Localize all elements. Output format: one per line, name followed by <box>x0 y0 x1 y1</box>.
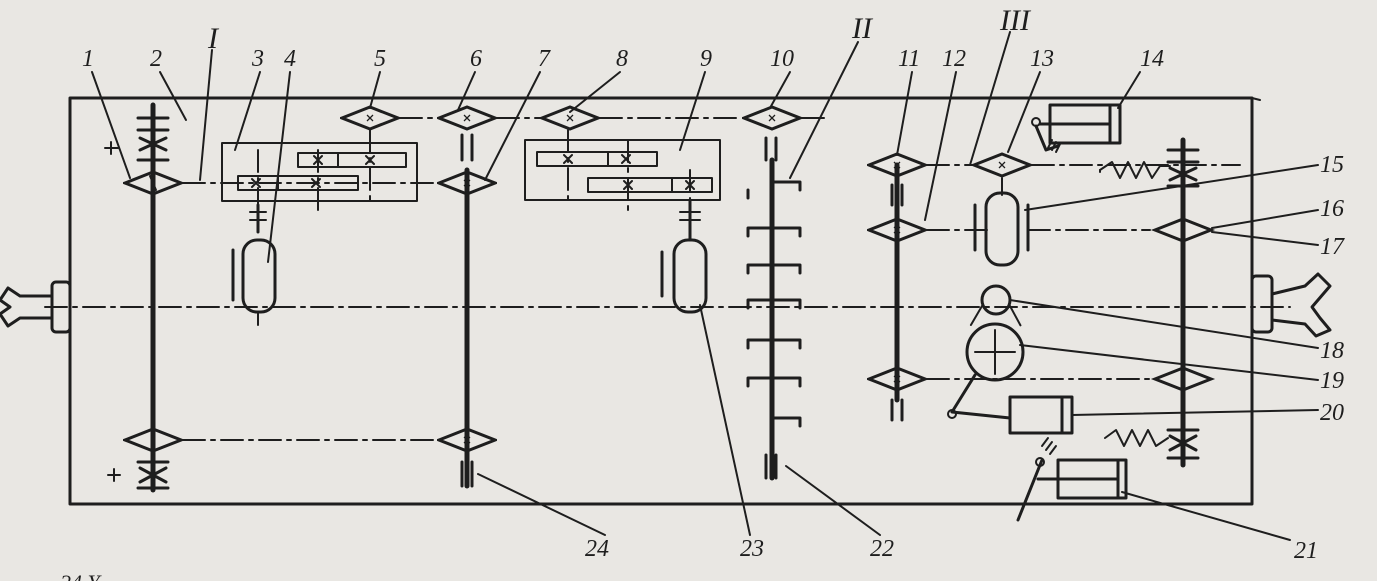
label-15: 15 <box>1320 152 1344 178</box>
label-5: 5 <box>374 46 386 72</box>
label-4: 4 <box>284 46 296 72</box>
label-6: 6 <box>470 46 482 72</box>
label-20: 20 <box>1320 400 1344 426</box>
label-2: 2 <box>150 46 162 72</box>
label-23: 23 <box>740 536 764 562</box>
caption-fragment: 24 Y <box>60 570 103 581</box>
pulley-18 <box>980 284 1012 316</box>
motor-4 <box>231 203 277 326</box>
left-bottom-bearing <box>107 460 170 490</box>
housing-frame <box>68 96 1254 506</box>
label-1: 1 <box>82 46 94 72</box>
gearbox-3 <box>221 142 418 202</box>
cylinder-14 <box>1031 103 1122 153</box>
gearbox-9 <box>524 139 721 201</box>
label-9: 9 <box>700 46 712 72</box>
shaft-label-III: III <box>999 4 1032 37</box>
shaft-label-I: I <box>207 22 220 55</box>
pulley-19 <box>965 322 1025 382</box>
shaft-label-II: II <box>851 12 874 45</box>
label-16: 16 <box>1320 196 1344 222</box>
label-12: 12 <box>942 46 966 72</box>
label-21: 21 <box>1294 538 1318 564</box>
comb-shaft-II <box>746 180 802 480</box>
label-24: 24 <box>585 536 609 562</box>
left-top-bearing <box>104 116 170 162</box>
label-19: 19 <box>1320 368 1344 394</box>
cylinder-21 <box>1016 437 1128 522</box>
label-14: 14 <box>1140 46 1164 72</box>
label-17: 17 <box>1320 234 1345 260</box>
left-spindle-end <box>0 280 72 334</box>
motor-15 <box>973 191 1151 267</box>
label-10: 10 <box>770 46 794 72</box>
label-18: 18 <box>1320 338 1344 364</box>
label-7: 7 <box>538 46 551 72</box>
label-22: 22 <box>870 536 894 562</box>
right-spindle-end <box>1250 272 1332 338</box>
label-11: 11 <box>898 46 920 72</box>
cylinder-20 <box>947 373 1074 435</box>
label-8: 8 <box>616 46 628 72</box>
label-3: 3 <box>251 46 264 72</box>
label-13: 13 <box>1030 46 1054 72</box>
leader-lines <box>91 31 1319 541</box>
motor-23 <box>660 198 708 314</box>
